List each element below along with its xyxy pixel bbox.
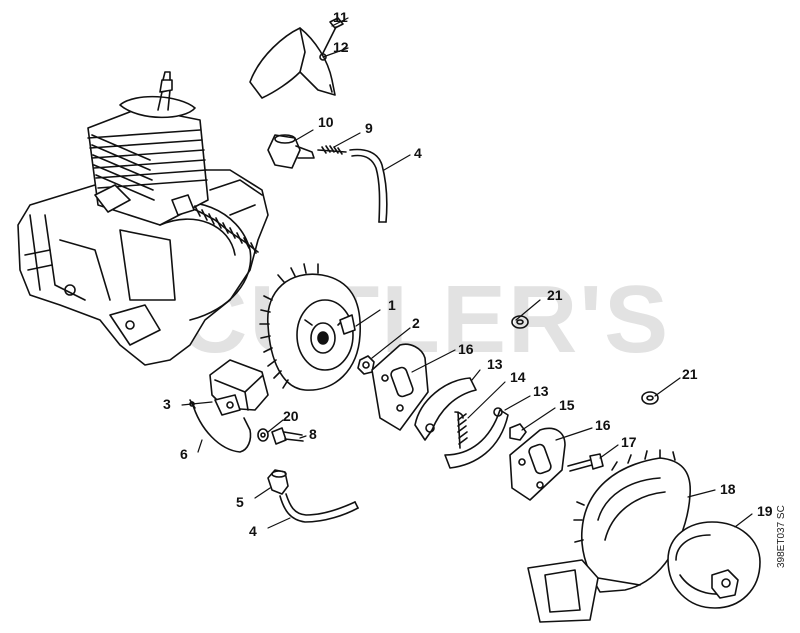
callout-16-lower: 16: [595, 417, 611, 433]
callout-21-lower: 21: [682, 366, 698, 382]
part-13-shoe-upper: [414, 377, 477, 441]
callout-20: 20: [283, 408, 299, 424]
callout-17: 17: [621, 434, 637, 450]
part-1-flywheel: [259, 263, 361, 391]
callout-12: 12: [333, 39, 349, 55]
part-15-bushing: [509, 423, 527, 441]
callout-21-upper: 21: [547, 287, 563, 303]
part-16-carrier-upper: [371, 343, 429, 431]
part-19-rewind-starter: [667, 521, 761, 609]
part-4-ignition-lead-lower: [279, 493, 359, 523]
part-5-grommet: [267, 469, 289, 495]
callout-16-upper: 16: [458, 341, 474, 357]
callout-4-lower: 4: [249, 523, 257, 539]
callout-19: 19: [757, 503, 773, 519]
cylinder: [87, 71, 209, 226]
part-18-fan-housing: [527, 449, 691, 623]
ignition-lead-spring: [171, 194, 259, 254]
part-10-spark-plug-boot: [267, 134, 315, 169]
part-16-carrier-lower: [509, 427, 566, 501]
callout-10: 10: [318, 114, 334, 130]
callout-9: 9: [365, 120, 373, 136]
callout-5: 5: [236, 494, 244, 510]
part-17-screw: [567, 453, 604, 472]
callout-13-lower: 13: [533, 383, 549, 399]
callout-3: 3: [163, 396, 171, 412]
part-12-baffle: [249, 27, 336, 99]
part-4-ignition-lead-upper: [349, 148, 388, 223]
part-9-contact-spring: [317, 145, 347, 155]
callout-11: 11: [333, 9, 348, 25]
callout-6: 6: [180, 446, 188, 462]
part-8-screw: [271, 427, 304, 445]
part-14-clutch-spring: [454, 411, 468, 449]
part-13-shoe-lower: [444, 407, 509, 469]
leader-lines: [181, 17, 753, 529]
callout-13-upper: 13: [487, 356, 503, 372]
part-3-ignition-module: [209, 359, 269, 416]
callout-4-upper: 4: [414, 145, 422, 161]
callout-14: 14: [510, 369, 526, 385]
callout-1: 1: [388, 297, 396, 313]
callout-8: 8: [309, 426, 317, 442]
callout-2: 2: [412, 315, 420, 331]
part-21-washer-upper: [511, 315, 529, 329]
drawing-code: 398ET037 SC: [776, 505, 787, 568]
callout-18: 18: [720, 481, 736, 497]
part-20-washer: [257, 428, 269, 442]
callout-15: 15: [559, 397, 575, 413]
part-21-washer-lower: [641, 391, 659, 405]
